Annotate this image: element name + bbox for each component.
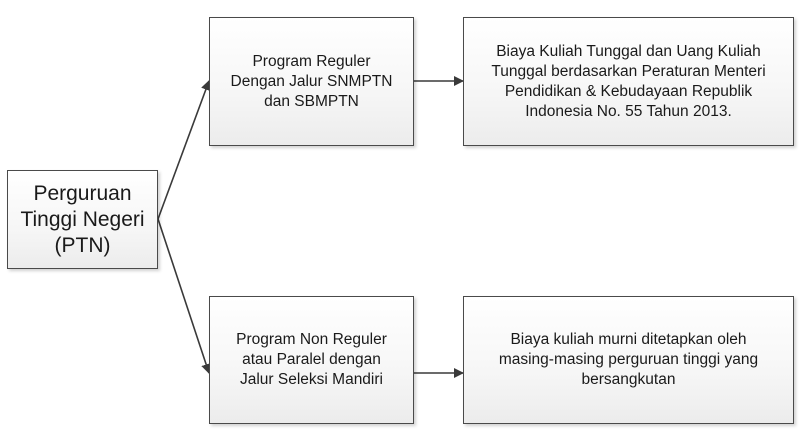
node-program-reguler-label: Program Reguler Dengan Jalur SNMPTN dan … — [230, 52, 393, 110]
node-non-reguler-fee: Biaya kuliah murni ditetapkan oleh masin… — [463, 296, 794, 424]
node-ptn-label: Perguruan Tinggi Negeri (PTN) — [20, 181, 145, 257]
node-program-non-reguler-label: Program Non Reguler atau Paralel dengan … — [236, 331, 387, 388]
node-reguler-fee: Biaya Kuliah Tunggal dan Uang Kuliah Tun… — [463, 17, 794, 146]
node-reguler-fee-label: Biaya Kuliah Tunggal dan Uang Kuliah Tun… — [491, 42, 766, 120]
node-program-non-reguler: Program Non Reguler atau Paralel dengan … — [209, 296, 414, 424]
arrow-ptn-to-nonreguler — [157, 218, 211, 374]
node-non-reguler-fee-label: Biaya kuliah murni ditetapkan oleh masin… — [498, 331, 759, 388]
arrow-ptn-to-reguler — [157, 80, 211, 220]
node-program-reguler: Program Reguler Dengan Jalur SNMPTN dan … — [209, 17, 414, 146]
node-ptn: Perguruan Tinggi Negeri (PTN) — [7, 170, 158, 269]
